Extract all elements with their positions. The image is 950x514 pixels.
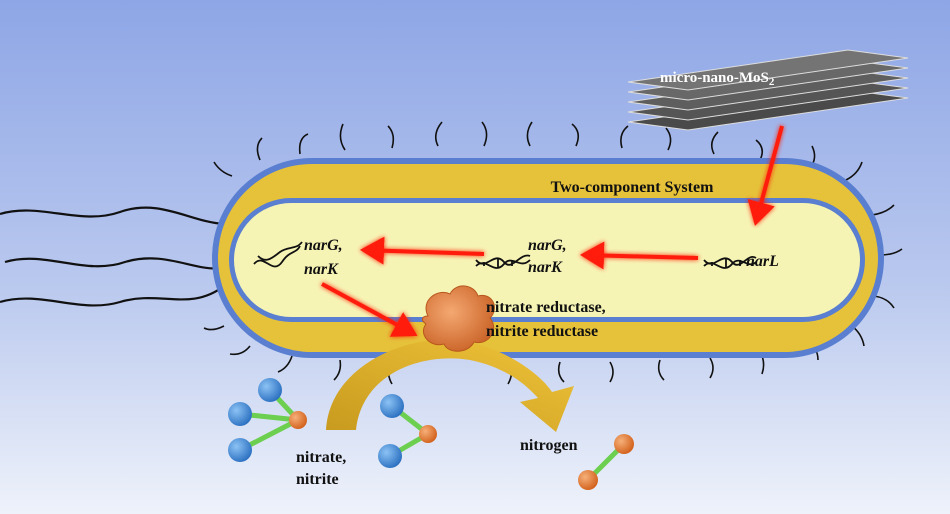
substrate-label-line1: nitrate, <box>296 449 346 466</box>
nitrogen-molecule-icon <box>578 434 634 490</box>
nitrate-molecule-icon <box>228 378 307 462</box>
enzyme-icon <box>421 285 495 352</box>
product-label: nitrogen <box>520 437 578 454</box>
gene-narg-mid-line2: narK <box>528 259 563 276</box>
pili <box>203 121 903 385</box>
bacterial-cell <box>212 158 884 358</box>
signal-arrows <box>321 125 784 337</box>
substrate-label-line2: nitrite <box>296 471 339 488</box>
arrow-narl-to-narg <box>580 241 699 270</box>
arrow-to-enzyme <box>321 282 418 337</box>
dna-narg-icon <box>475 254 531 269</box>
gene-narg-left-line2: narK <box>304 261 339 278</box>
conversion-flow-arrow <box>326 339 574 432</box>
flagella <box>0 206 225 307</box>
membrane-label: Two-component System <box>551 179 714 196</box>
enzyme-label-line2: nitrite reductase <box>486 323 598 340</box>
arrow-narg-to-mrna <box>360 236 485 265</box>
arrow-mos2-to-narl <box>747 125 784 226</box>
gene-narl-label: narL <box>746 253 779 270</box>
mrna-icon <box>253 241 303 268</box>
gene-narg-left-line1: narG, <box>304 237 343 254</box>
gene-narg-mid-line1: narG, <box>528 237 567 254</box>
mos2-sheets <box>627 49 909 131</box>
dna-narl-icon <box>703 255 757 269</box>
nitrite-molecule-icon <box>378 394 437 468</box>
material-label: micro-nano-MoS2 <box>660 70 775 88</box>
enzyme-label-line1: nitrate reductase, <box>486 299 606 316</box>
